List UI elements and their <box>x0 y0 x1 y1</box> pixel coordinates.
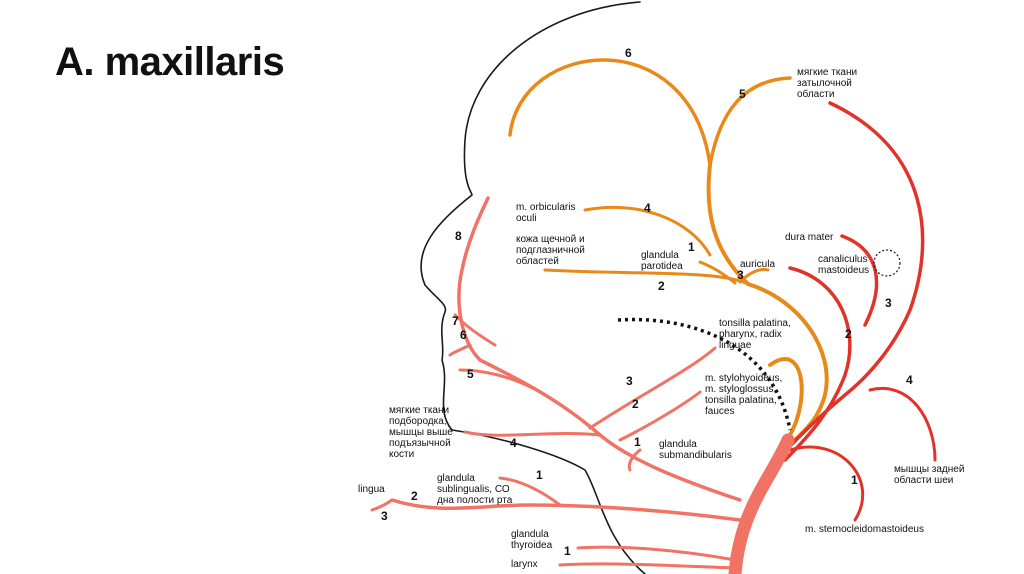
number-1-subling: 1 <box>536 468 543 482</box>
label-orbicularis-oculi: m. orbicularis oculi <box>516 202 578 224</box>
carotid-trunk <box>728 433 795 574</box>
branch-3-lower <box>588 346 717 430</box>
number-4-chin: 4 <box>510 436 517 450</box>
pink-vessels <box>370 196 795 574</box>
number-4-right: 4 <box>906 373 913 387</box>
number-3-lower: 3 <box>626 374 633 388</box>
label-stylohyoideus: m. stylohyoideus, m. styloglossus, tonsi… <box>705 373 785 417</box>
label-chin-soft-tissue: мягкие ткани подбородка, мышцы выше подъ… <box>389 405 456 460</box>
branch-7 <box>453 313 497 347</box>
branch-2-right <box>783 266 852 462</box>
posterior-auricular <box>840 234 879 327</box>
label-sternocleidomastoideus: m. sternocleidomastoideus <box>805 524 924 535</box>
branch-3-lingua <box>370 498 394 512</box>
thyroid-artery <box>576 545 737 562</box>
larynx-branch <box>558 562 737 570</box>
number-2-cheek: 2 <box>658 279 665 293</box>
label-glandula-parotidea: glandula parotidea <box>641 250 683 272</box>
branch-2-lower <box>618 390 702 442</box>
mastoid-circle <box>873 249 901 277</box>
branch-1-parotidea <box>698 260 737 285</box>
number-1-right: 1 <box>851 473 858 487</box>
branch-4-orbicularis <box>583 205 712 257</box>
number-3-lingua: 3 <box>381 509 388 523</box>
label-tonsilla-pharynx: tonsilla palatina, pharynx, radix lingua… <box>719 318 794 351</box>
lingual-artery <box>390 498 742 522</box>
label-glandula-thyroidea: glandula thyroidea <box>511 529 553 551</box>
label-larynx: larynx <box>511 559 538 570</box>
branch-3-auricula <box>738 268 770 284</box>
label-glandula-submandibularis: glandula submandibularis <box>659 439 732 461</box>
orange-vessels <box>508 58 829 442</box>
label-auricula: auricula <box>740 259 775 270</box>
number-6-top: 6 <box>625 46 632 60</box>
temporal-trunk <box>706 163 750 286</box>
label-neck-back-muscles: мышцы задней области шеи <box>894 464 967 486</box>
number-2-lower: 2 <box>632 397 639 411</box>
number-1-parotidea: 1 <box>688 240 695 254</box>
label-lingua: lingua <box>358 484 385 495</box>
number-2-right: 2 <box>845 327 852 341</box>
label-canaliculus-mastoideus: canaliculus mastoideus <box>818 254 870 276</box>
number-3-auricula: 3 <box>737 268 744 282</box>
label-soft-tissue-occipital: мягкие ткани затылочной области <box>797 67 860 100</box>
number-4-orbicularis: 4 <box>644 201 651 215</box>
number-2-lingua: 2 <box>411 489 418 503</box>
red-vessels <box>766 101 937 522</box>
number-7: 7 <box>452 314 459 328</box>
tonsillar-loop <box>768 357 804 437</box>
occipital-artery <box>766 101 925 472</box>
number-1-thyroidea: 1 <box>564 544 571 558</box>
branch-4-right <box>868 387 937 462</box>
branch-6-top <box>508 58 712 167</box>
number-5-face: 5 <box>467 367 474 381</box>
number-8: 8 <box>455 229 462 243</box>
branch-1-submand <box>627 448 642 472</box>
facial-artery <box>457 196 742 502</box>
number-5-top: 5 <box>739 87 746 101</box>
page-title: A. maxillaris <box>55 40 285 84</box>
branch-6-face <box>448 343 472 357</box>
label-cheek-skin: кожа щечной и подглазничной областей <box>516 234 588 267</box>
number-6-face: 6 <box>460 328 467 342</box>
branch-1-right <box>788 445 865 522</box>
branch-5-face <box>458 368 542 394</box>
number-3-right: 3 <box>885 296 892 310</box>
branch-1-subling <box>498 476 562 507</box>
branch-2-cheek <box>543 268 750 286</box>
head-outline <box>420 1 646 574</box>
number-1-submand: 1 <box>634 435 641 449</box>
label-glandula-sublingualis: glandula sublingualis, СО дна полости рт… <box>437 473 513 506</box>
maxillary-dotted-path <box>617 317 792 431</box>
label-dura-mater: dura mater <box>785 232 834 243</box>
branch-4-chin <box>463 430 602 437</box>
branch-5-top <box>708 76 792 167</box>
